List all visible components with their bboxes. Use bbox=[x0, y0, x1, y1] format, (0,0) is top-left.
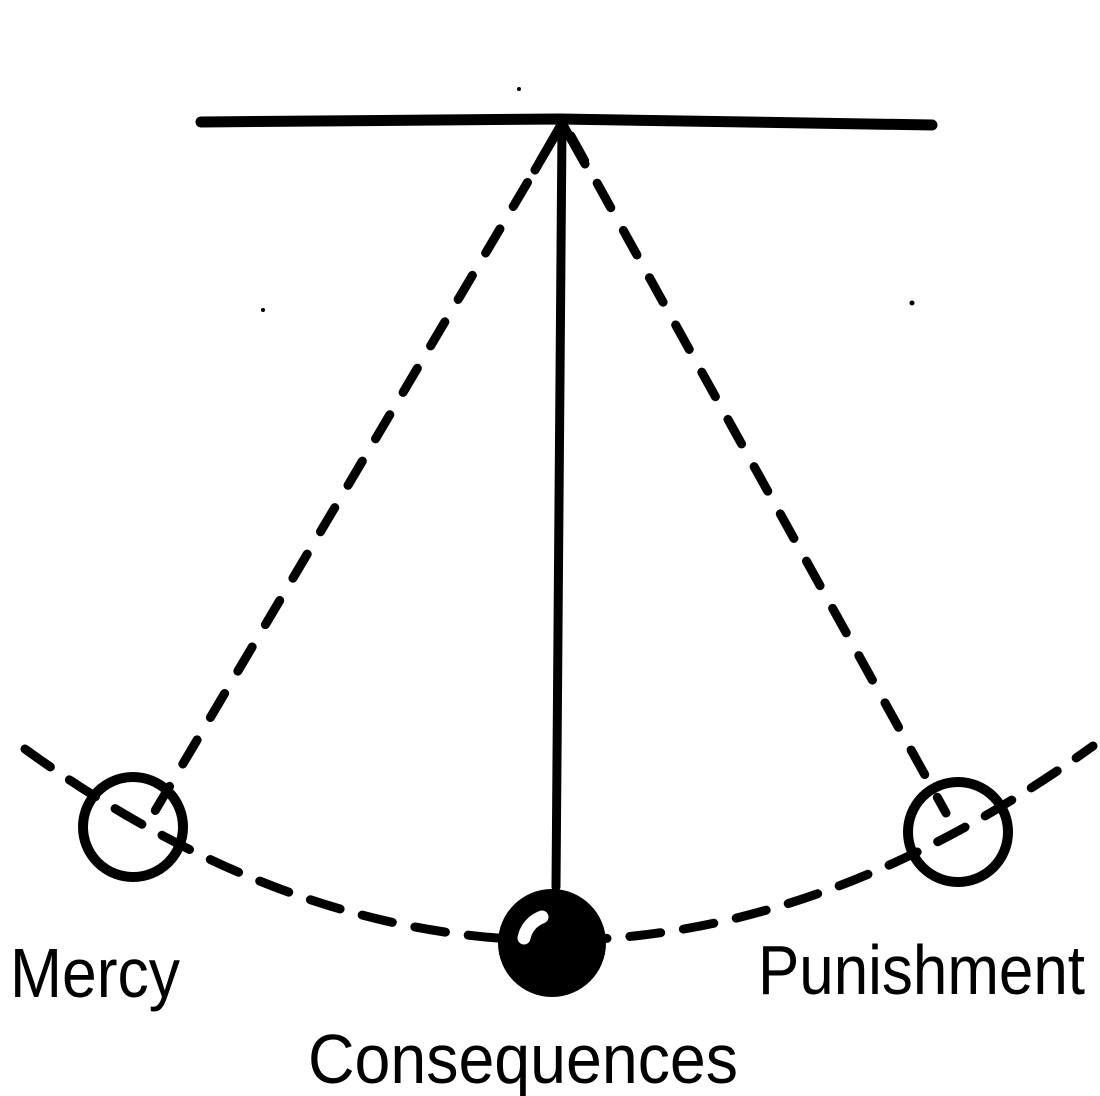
ink-speck bbox=[261, 308, 265, 312]
consequences-ball bbox=[498, 889, 606, 997]
label-punishment: Punishment bbox=[758, 931, 1085, 1009]
ball-highlight bbox=[517, 910, 549, 945]
punishment-position-circle bbox=[903, 777, 1013, 887]
arrow-up-icon bbox=[530, 118, 590, 175]
pendulum-rod bbox=[551, 122, 567, 892]
swing-line-right-dashed bbox=[566, 131, 951, 818]
label-mercy: Mercy bbox=[10, 934, 180, 1012]
ink-speck bbox=[909, 300, 915, 306]
mercy-position-circle bbox=[78, 772, 188, 882]
label-consequences: Consequences bbox=[308, 1020, 738, 1096]
ink-speck bbox=[517, 87, 521, 91]
swing-line-left-dashed bbox=[147, 131, 560, 821]
